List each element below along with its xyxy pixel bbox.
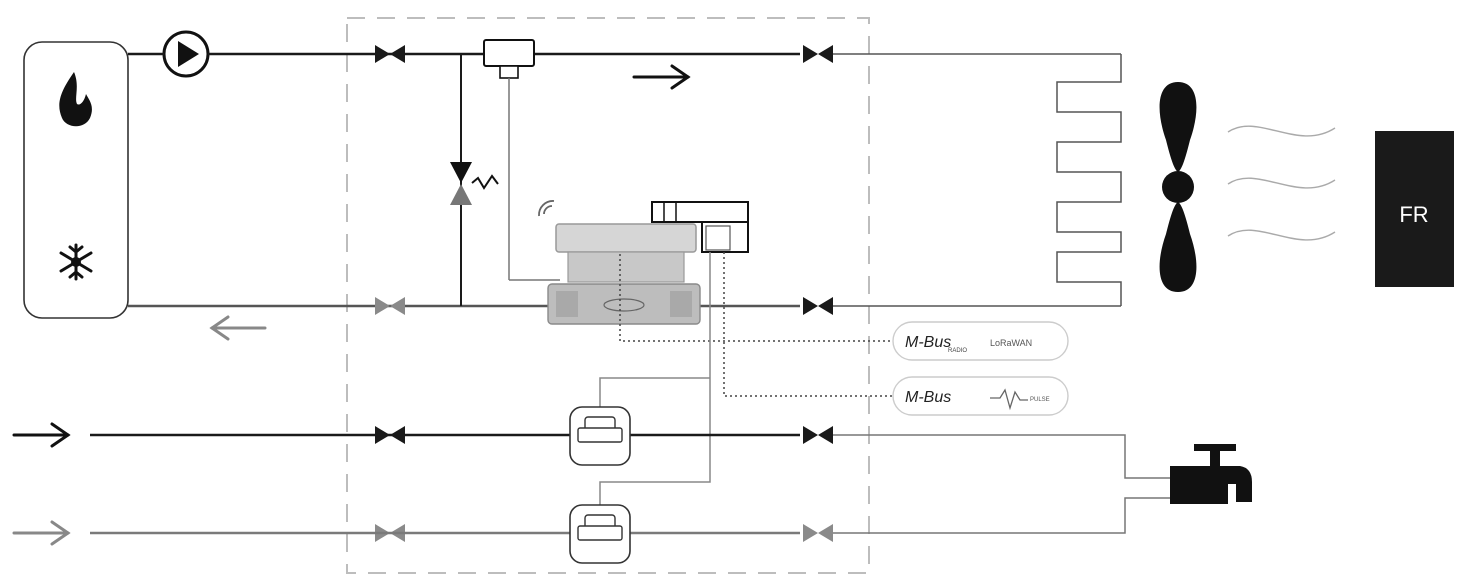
temperature-sensor <box>483 39 560 281</box>
bypass-line <box>450 54 499 306</box>
protocol-mbus-radio-sub: RADIO <box>948 348 967 354</box>
fr-badge-label: FR <box>1399 202 1428 227</box>
protocol-pulse: PULSE <box>1030 397 1050 403</box>
water-line-1 <box>12 422 800 448</box>
airflow-lines <box>1227 125 1336 241</box>
valve-icon <box>375 45 833 542</box>
protocol-lorawan: LoRaWAN <box>990 338 1032 348</box>
pump-icon <box>162 30 210 78</box>
communication-lines <box>619 252 893 397</box>
fr-badge: FR <box>1375 131 1454 287</box>
arrow-right-icon <box>632 64 691 90</box>
pulse-wiring <box>599 252 711 505</box>
radiator-icon <box>833 53 1122 307</box>
installation-boundary <box>346 17 870 574</box>
heat-cool-source <box>23 41 129 319</box>
heat-meter <box>538 200 749 325</box>
wireless-icon <box>538 200 555 217</box>
protocol-mbus-wired: M-Bus <box>905 389 951 406</box>
protocol-box-pulse: M-Bus PULSE <box>892 376 1069 416</box>
water-meter-1 <box>569 406 631 466</box>
faucet-icon <box>1170 444 1252 504</box>
water-meter-2 <box>569 504 631 564</box>
snowflake-icon <box>59 243 93 281</box>
pulse-wave-icon <box>990 388 1028 411</box>
tap-connections <box>833 434 1170 534</box>
flame-icon <box>59 72 92 127</box>
protocol-mbus-radio: M-Bus <box>905 334 951 351</box>
arrow-left-icon <box>209 315 267 341</box>
water-line-2 <box>12 520 800 546</box>
fan-icon <box>1159 82 1197 292</box>
protocol-box-radio: M-Bus RADIO LoRaWAN <box>892 321 1069 361</box>
